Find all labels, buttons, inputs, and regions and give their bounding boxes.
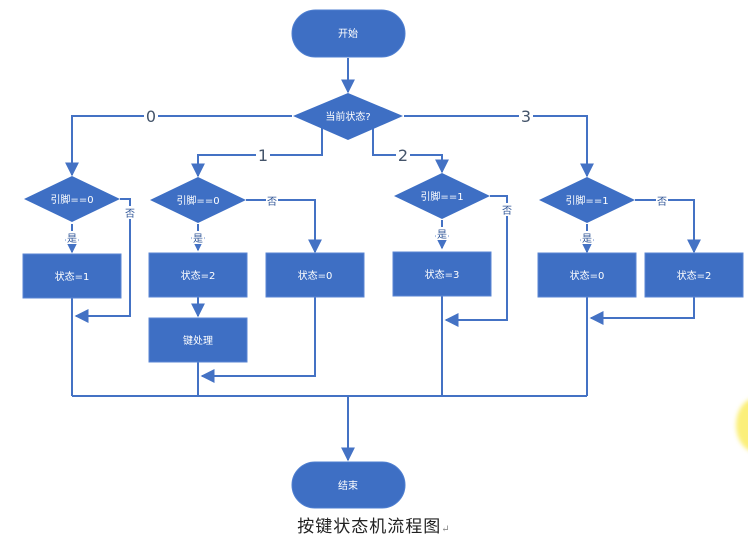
edge-check1-no: [246, 199, 322, 254]
yes-label-a: 是: [67, 233, 77, 245]
key-process-box: [148, 317, 248, 363]
end-label: 结束: [338, 479, 358, 492]
yes-label-b: 是: [193, 233, 203, 245]
set-state3-label: 状态=3: [425, 268, 460, 281]
no-label-c: 否: [502, 205, 512, 217]
state-decision-label: 当前状态?: [325, 110, 370, 123]
check3-label: 引脚==1: [565, 194, 608, 207]
no-label-b: 否: [267, 196, 277, 208]
check2-decision: [394, 173, 490, 219]
branch-label-2: 2: [398, 146, 408, 165]
branch-label-3: 3: [521, 107, 531, 126]
set-state0-b-label: 状态=0: [298, 269, 333, 282]
check1-decision: [150, 177, 246, 223]
no-label-d: 否: [657, 196, 667, 208]
set-state2-box: [148, 252, 248, 298]
branch-label-1: 1: [258, 146, 268, 165]
set-state0-d-label: 状态=0: [570, 269, 605, 282]
set-state1-label: 状态=1: [55, 270, 90, 283]
yes-label-d: 是: [582, 233, 592, 245]
check3-decision: [539, 177, 635, 223]
edge-branch-3: [404, 115, 594, 178]
diagram-caption: 按键状态机流程图↵: [0, 512, 748, 537]
edge-branch-0: [65, 115, 292, 177]
check0-decision: [24, 176, 120, 222]
set-state2-d-label: 状态=2: [677, 269, 712, 282]
edge-state0b-merge: [200, 297, 316, 383]
caption-text: 按键状态机流程图: [297, 517, 442, 537]
set-state0-b-box: [265, 252, 365, 298]
cursor-highlight: [736, 398, 748, 452]
set-state1-box: [22, 253, 122, 299]
no-label-a: 否: [125, 208, 135, 220]
edge-check0-no: [74, 198, 131, 323]
check2-label: 引脚==1: [420, 190, 463, 203]
state-decision: [293, 93, 403, 140]
start-terminal: [291, 9, 406, 58]
set-state2-d-box: [644, 252, 744, 298]
start-label: 开始: [338, 27, 358, 40]
end-terminal: [291, 461, 406, 509]
set-state3-box: [392, 251, 492, 297]
edge-check3-no: [635, 199, 701, 254]
edge-state2d-merge: [589, 297, 695, 325]
yes-label-c: 是: [437, 229, 447, 241]
key-process-label: 键处理: [183, 334, 213, 347]
check0-label: 引脚==0: [50, 193, 93, 206]
set-state2-label: 状态=2: [181, 269, 216, 282]
set-state0-d-box: [537, 252, 637, 298]
check1-label: 引脚==0: [176, 194, 219, 207]
edge-check2-no: [444, 195, 508, 327]
paragraph-mark-icon: ↵: [441, 524, 451, 535]
branch-label-0: 0: [146, 107, 156, 126]
